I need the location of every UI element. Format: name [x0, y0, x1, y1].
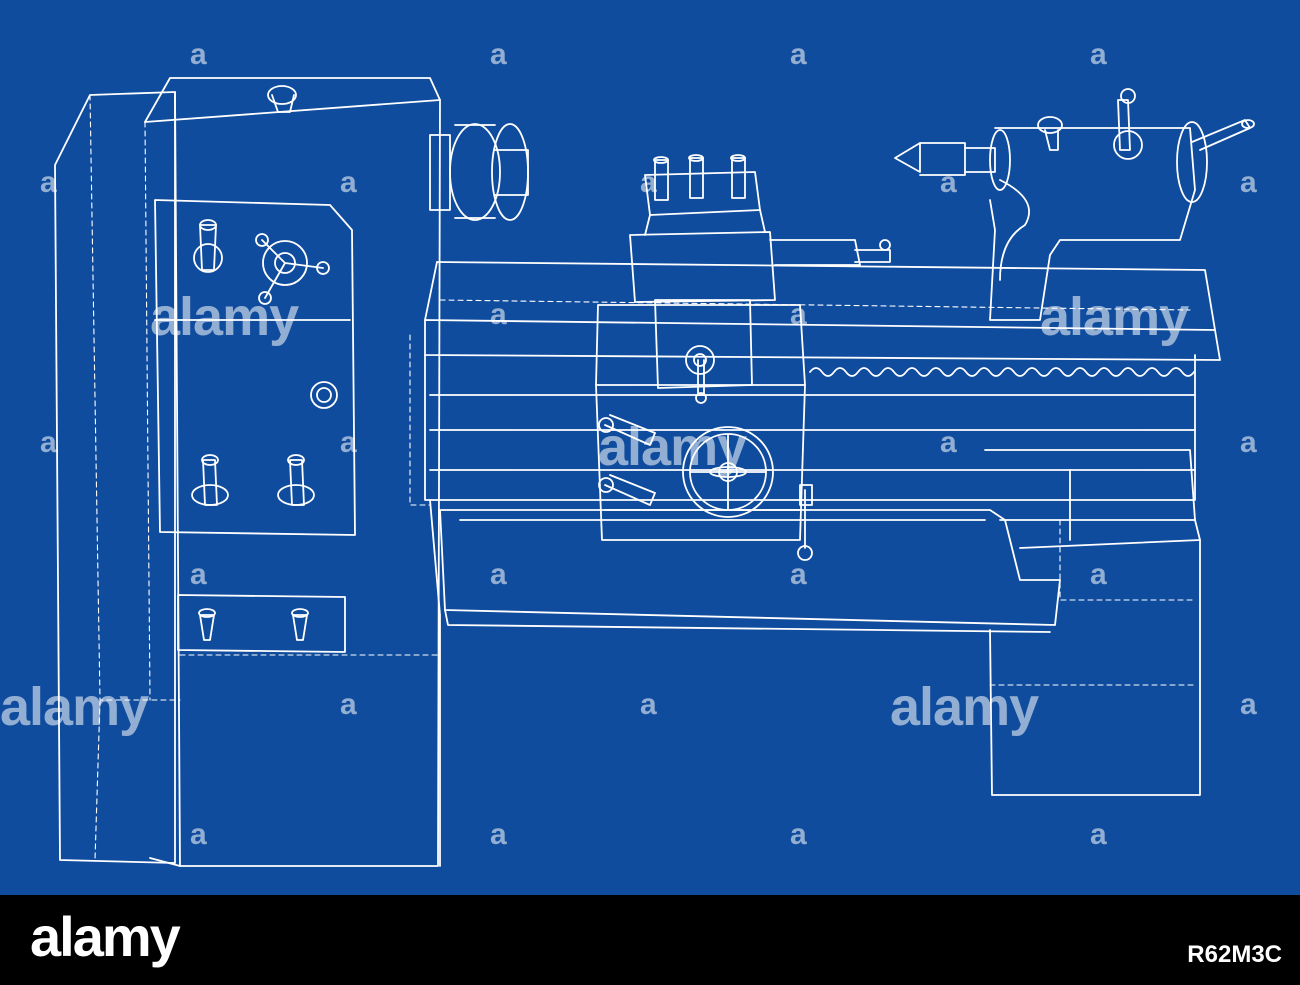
watermark-mark: a [490, 558, 507, 591]
watermark-mark: a [1240, 426, 1257, 459]
blueprint-drawing: alamy alamy alamy alamy alamy a a a a a … [0, 0, 1300, 895]
lathe-bed [409, 261, 1221, 506]
spindle-chuck [429, 123, 529, 221]
footer-logo: alamy [30, 905, 181, 968]
watermark-mark: a [790, 38, 807, 71]
watermark-text: alamy [150, 287, 299, 347]
watermark-mark: a [1090, 38, 1107, 71]
watermark-mark: a [340, 426, 357, 459]
watermark-mark: a [340, 166, 357, 199]
watermark-mark: a [940, 166, 957, 199]
watermark-mark: a [40, 426, 57, 459]
watermark-text: alamy [1040, 287, 1189, 347]
control-panel [154, 199, 356, 536]
watermark-text: alamy [0, 677, 149, 737]
watermark-mark: a [640, 166, 657, 199]
watermark-mark: a [490, 298, 507, 331]
tailstock [894, 88, 1255, 321]
watermark-mark: a [790, 818, 807, 851]
watermark-mark: a [940, 426, 957, 459]
watermark-mark: a [190, 558, 207, 591]
watermark-mark: a [490, 38, 507, 71]
watermark-mark: a [790, 558, 807, 591]
watermark-mark: a [490, 818, 507, 851]
lathe-wireframe [54, 77, 1255, 867]
watermark-mark: a [40, 166, 57, 199]
stock-footer-bar: alamy R62M3C [0, 895, 1300, 985]
watermark-mark: a [1240, 688, 1257, 721]
carriage-apron [595, 304, 813, 561]
left-leg-support [179, 499, 441, 867]
watermark-mark: a [640, 688, 657, 721]
watermark-mark: a [790, 298, 807, 331]
watermark-mark: a [190, 38, 207, 71]
watermark-mark: a [1090, 558, 1107, 591]
watermark-text: alamy [890, 677, 1039, 737]
cross-slide [629, 154, 891, 404]
watermark-text: alamy [598, 417, 747, 477]
watermark-mark: a [190, 818, 207, 851]
right-leg [984, 449, 1201, 796]
watermark-mark: a [1240, 166, 1257, 199]
lower-door-panel [177, 594, 346, 653]
headstock-cabinet [54, 77, 441, 867]
watermark-mark: a [340, 688, 357, 721]
image-id-label: R62M3C [1187, 941, 1282, 968]
chip-tray [439, 509, 1201, 633]
watermark-mark: a [1090, 818, 1107, 851]
